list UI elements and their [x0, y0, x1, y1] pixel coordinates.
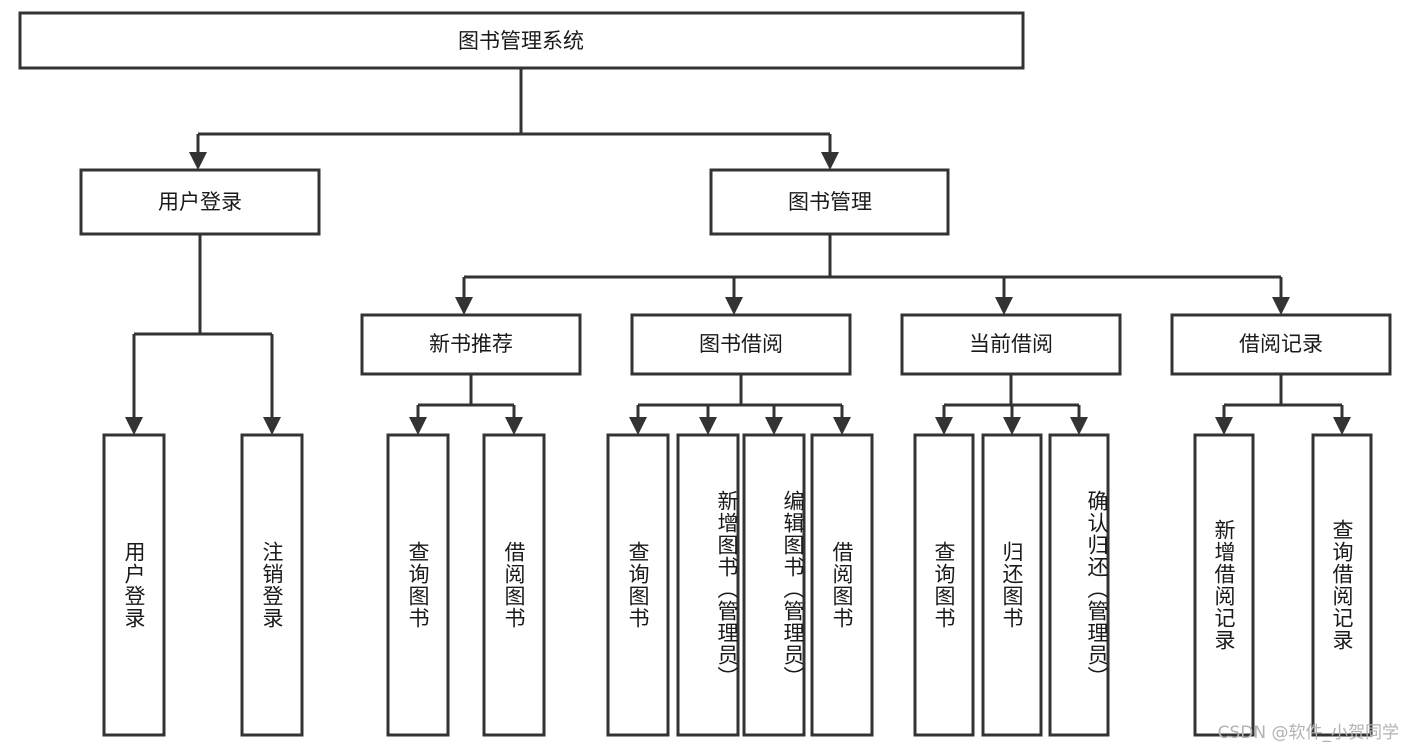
node-borrow-record-label: 借阅记录 — [1239, 332, 1323, 356]
node-new-book-recommend-label: 新书推荐 — [429, 332, 513, 356]
node-book-borrow[interactable]: 图书借阅 — [630, 313, 852, 376]
connector-current-borrow-to-leaves — [935, 374, 1088, 435]
node-root-box — [18, 11, 1025, 70]
node-book-borrow-box — [630, 313, 852, 376]
node-new-book-recommend-box — [360, 313, 582, 376]
node-book-management-label: 图书管理 — [788, 190, 872, 214]
leaf-box-query-borrow-record[interactable] — [1311, 433, 1373, 737]
leaf-box-edit-book-admin[interactable] — [742, 433, 806, 737]
leaf-box-add-book-admin[interactable] — [676, 433, 740, 737]
leaf-box-borrow-book-2[interactable] — [810, 433, 874, 737]
leaf-box-user-login[interactable] — [102, 433, 166, 737]
leaf-box-borrow-book-1[interactable] — [482, 433, 546, 737]
node-current-borrow[interactable]: 当前借阅 — [900, 313, 1122, 376]
leaf-box-return-book[interactable] — [981, 433, 1043, 737]
connector-new-book-recommend-to-leaves — [409, 374, 523, 435]
leaf-boxes — [102, 433, 1373, 737]
leaf-box-query-book-3[interactable] — [913, 433, 975, 737]
node-book-management-box — [709, 168, 950, 236]
connector-root-to-level1 — [189, 68, 839, 170]
node-root[interactable]: 图书管理系统 — [18, 11, 1025, 70]
connector-user-login-to-leaves — [125, 234, 281, 435]
leaf-box-query-book-2[interactable] — [606, 433, 670, 737]
node-book-management[interactable]: 图书管理 — [709, 168, 950, 236]
node-new-book-recommend[interactable]: 新书推荐 — [360, 313, 582, 376]
node-borrow-record-box — [1170, 313, 1392, 376]
leaf-box-add-borrow-record[interactable] — [1193, 433, 1255, 737]
node-book-borrow-label: 图书借阅 — [699, 332, 783, 356]
node-user-login-label: 用户登录 — [158, 190, 242, 214]
connector-book-borrow-to-leaves — [629, 374, 851, 435]
leaf-box-query-book-1[interactable] — [386, 433, 450, 737]
connector-borrow-record-to-leaves — [1215, 374, 1351, 435]
node-current-borrow-label: 当前借阅 — [969, 332, 1053, 356]
node-current-borrow-box — [900, 313, 1122, 376]
connector-book-management-to-level2 — [455, 234, 1290, 315]
csdn-watermark: CSDN @软件_小贺同学 — [1217, 723, 1399, 743]
node-root-label: 图书管理系统 — [458, 29, 584, 53]
leaf-box-confirm-return-admin[interactable] — [1048, 433, 1110, 737]
node-borrow-record[interactable]: 借阅记录 — [1170, 313, 1392, 376]
node-user-login[interactable]: 用户登录 — [79, 168, 321, 236]
leaf-box-logout[interactable] — [240, 433, 304, 737]
